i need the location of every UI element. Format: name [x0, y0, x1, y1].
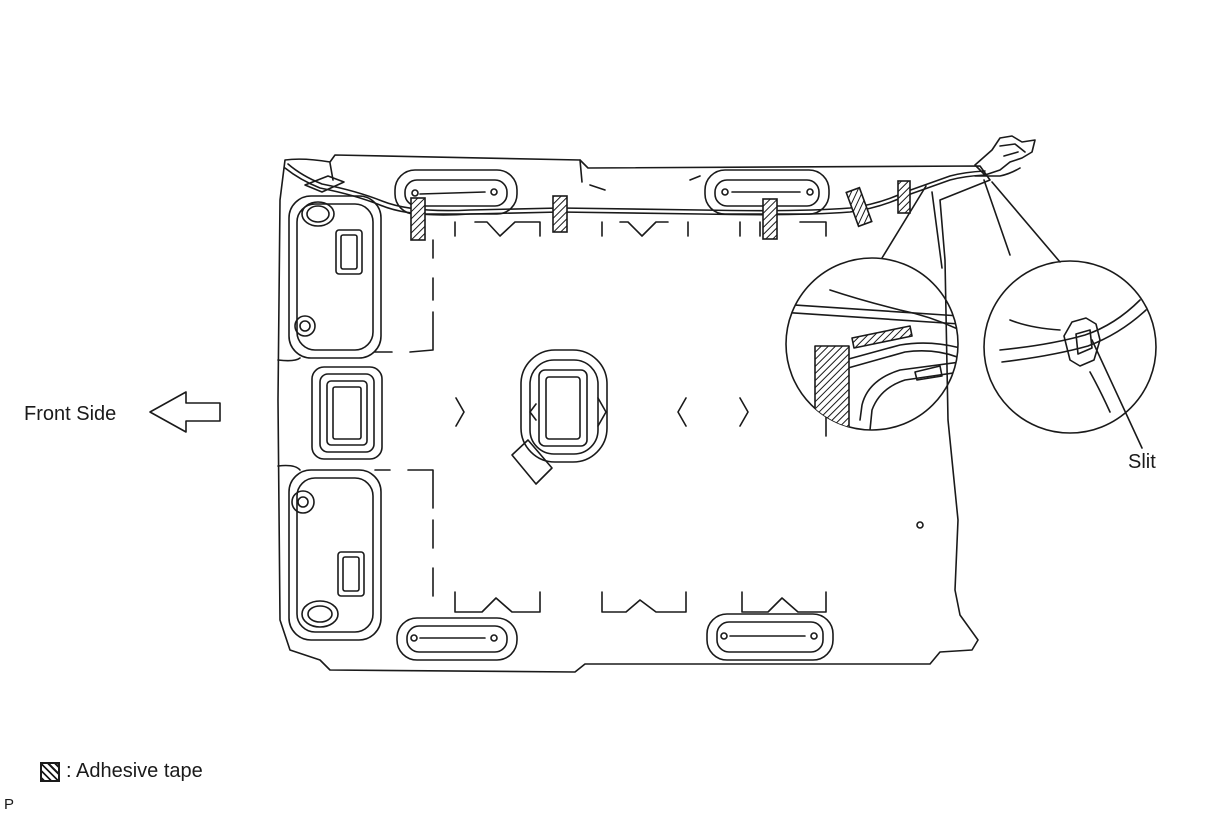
figure-code: P [4, 796, 15, 813]
legend: : Adhesive tape [40, 760, 203, 783]
tape-1 [410, 197, 426, 241]
harness-connector [974, 135, 1036, 176]
tape-5 [897, 180, 911, 214]
front-arrow-icon [149, 391, 221, 433]
slit-label: Slit [1128, 451, 1156, 473]
headliner-outline [277, 154, 991, 673]
lower-left-panel [288, 469, 382, 641]
tape-2 [552, 195, 568, 233]
front-side-label: Front Side [24, 403, 117, 425]
wire-harness [284, 167, 986, 216]
upper-left-panel [288, 195, 382, 359]
adhesive-tapes [410, 180, 911, 241]
tape-4 [845, 186, 873, 228]
map-light-panel [311, 366, 383, 460]
tape-3 [762, 198, 778, 240]
detail-circle-left [785, 257, 959, 431]
legend-text: : Adhesive tape [66, 760, 203, 782]
hatched-tape-icon [40, 761, 60, 782]
roof-bracket-marks [374, 239, 434, 597]
detail-circle-right [983, 260, 1157, 434]
dome-light [520, 349, 608, 463]
